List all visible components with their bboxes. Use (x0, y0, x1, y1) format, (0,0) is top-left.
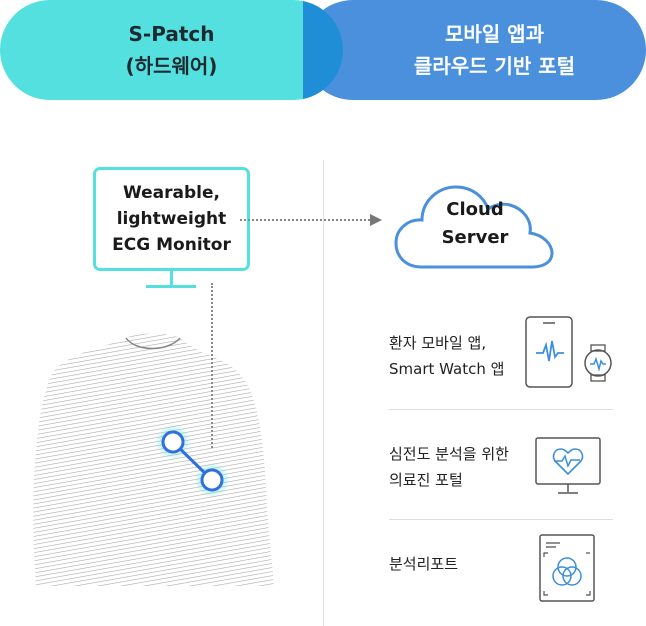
feature-portal-line-2: 의료진 포털 (389, 471, 463, 489)
arrow-right-icon (370, 214, 382, 226)
hardware-subtitle: (하드웨어) (125, 54, 218, 78)
feature-mobile-line-2: Smart Watch 앱 (389, 360, 505, 378)
software-title: 모바일 앱과 (445, 22, 544, 46)
phone-watch-icon (525, 316, 612, 388)
cloud-line-2: Server (441, 227, 509, 248)
feature-mobile-line-1: 환자 모바일 앱, (389, 334, 487, 352)
feature-mobile-text: 환자 모바일 앱, Smart Watch 앱 (389, 330, 504, 382)
hardware-pill: S-Patch (하드웨어) (0, 0, 343, 100)
software-subtitle: 클라우드 기반 포털 (413, 54, 576, 78)
feature-portal-text: 심전도 분석을 위한 의료진 포털 (389, 441, 509, 493)
row-divider-1 (389, 409, 613, 410)
dotted-connector-horizontal (240, 219, 370, 221)
patch-electrode-lower (200, 468, 224, 492)
monitor-line-2: lightweight (116, 209, 227, 229)
monitor-stand-base (146, 285, 196, 288)
cloud-line-1: Cloud (446, 199, 504, 220)
pill-overlap (303, 0, 343, 100)
row-divider-2 (389, 519, 613, 520)
tshirt-illustration (33, 333, 275, 586)
cloud-label: Cloud Server (420, 196, 530, 252)
monitor-line-1: Wearable, (123, 183, 220, 203)
ecg-monitor-box: Wearable, lightweight ECG Monitor (93, 167, 250, 271)
patch-electrode-upper (161, 430, 185, 454)
feature-report-text: 분석리포트 (389, 551, 458, 577)
monitor-heart-icon (535, 437, 601, 494)
hardware-title: S-Patch (128, 22, 215, 46)
cloud-icon (394, 185, 554, 269)
report-icon (539, 534, 595, 602)
feature-report-line-1: 분석리포트 (389, 555, 459, 573)
software-pill: 모바일 앱과 클라우드 기반 포털 (303, 0, 646, 100)
column-divider (323, 160, 324, 626)
monitor-line-3: ECG Monitor (112, 235, 231, 255)
monitor-stand (170, 271, 173, 288)
feature-portal-line-1: 심전도 분석을 위한 (389, 445, 509, 463)
